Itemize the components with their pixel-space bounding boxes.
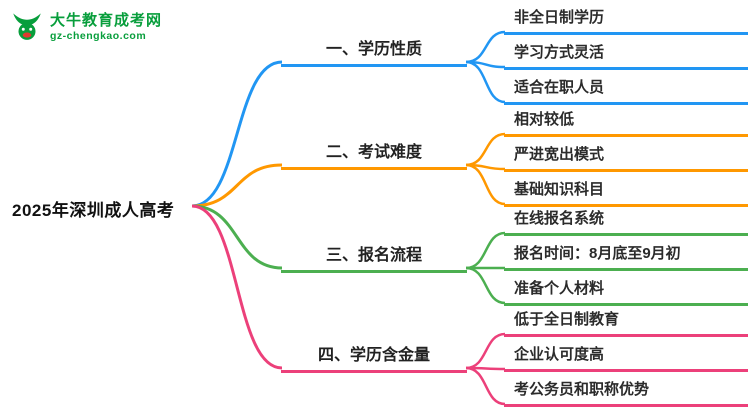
leaf-node: 基础知识科目 [504,178,748,207]
edge-branch1-leaf3 [465,60,506,104]
edge-branch4-leaf3 [465,366,506,406]
leaf-node: 学习方式灵活 [504,41,748,70]
branch-node-1: 一、学历性质 [281,35,467,67]
edge-branch2-leaf1 [465,132,506,167]
edge-branch1-leaf1 [465,30,506,64]
leaf-node: 在线报名系统 [504,207,748,236]
edge-root-branch4 [191,204,283,370]
branch-node-2: 二、考试难度 [281,138,467,170]
leaf-node: 相对较低 [504,108,748,137]
edge-branch3-leaf1 [465,231,506,270]
logo-subtitle: gz-chengkao.com [50,30,147,43]
edge-root-branch3 [191,204,283,270]
edge-branch3-leaf3 [465,266,506,305]
leaf-node: 考公务员和职称优势 [504,378,748,407]
root-node: 2025年深圳成人高考 [12,201,175,220]
leaf-node: 低于全日制教育 [504,308,748,337]
edge-root-branch2 [191,163,283,208]
branch-node-4: 四、学历含金量 [281,341,467,373]
leaf-node: 适合在职人员 [504,76,748,105]
leaf-node: 报名时间：8月底至9月初 [504,242,748,271]
logo-title: 大牛教育成考网 [50,11,163,29]
bull-logo-icon [10,8,44,47]
edge-branch4-leaf1 [465,332,506,370]
leaf-node: 非全日制学历 [504,6,748,35]
leaf-node: 准备个人材料 [504,277,748,306]
site-logo[interactable]: 大牛教育成考网 gz-chengkao.com [10,8,162,47]
branch-node-3: 三、报名流程 [281,241,467,273]
edge-root-branch1 [191,60,283,208]
edge-branch2-leaf3 [465,163,506,206]
leaf-node: 企业认可度高 [504,343,748,372]
leaf-node: 严进宽出模式 [504,143,748,172]
